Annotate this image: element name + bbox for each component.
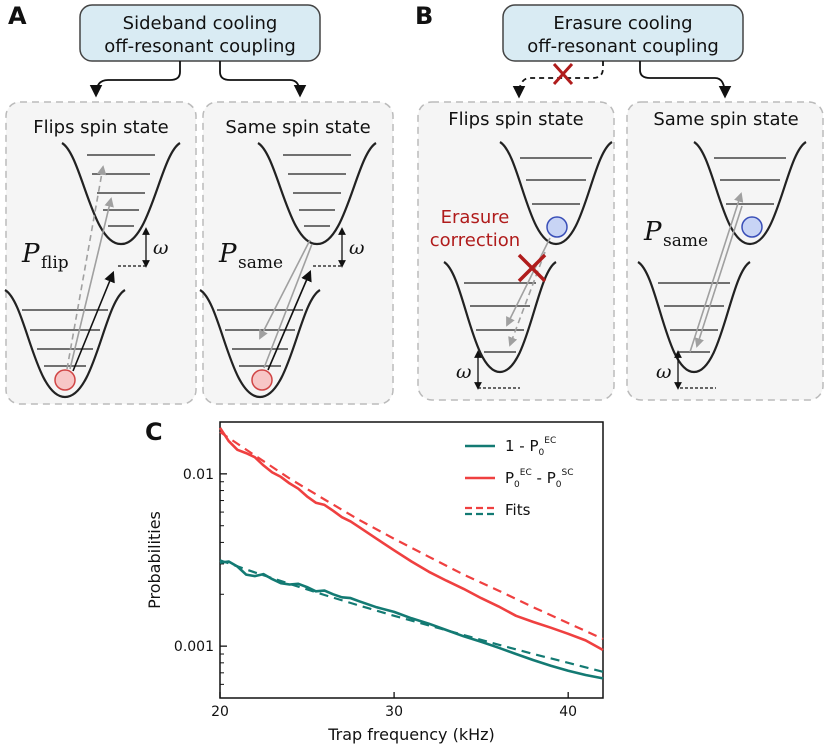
series-line: [218, 427, 604, 652]
panel-a-left-box: [5, 101, 197, 405]
x-tick-label: 20: [211, 704, 229, 720]
panel-a-arrow-right: [219, 61, 307, 98]
panel-a-right-symbol-sub: same: [238, 253, 283, 273]
panel-b-left-atom: [546, 216, 568, 238]
panel-a-right-black-arrow: [267, 269, 312, 371]
panel-a-right-atom: [251, 369, 273, 391]
panel-a-header-line1: Sideband cooling: [123, 13, 278, 34]
panel-b-left-omega: ω: [456, 361, 472, 383]
y-tick-label: 0.001: [174, 639, 214, 655]
panel-b-right-atom: [741, 216, 763, 238]
legend-label: 1 - P0EC: [505, 436, 556, 458]
y-tick-label: 0.01: [183, 467, 214, 483]
panel-b-right-gray-arrow-up: [689, 192, 744, 353]
series-line: [219, 431, 604, 641]
series-line: [219, 559, 604, 673]
panel-a-header-box: [79, 4, 321, 62]
panel-a-arrow-left: [89, 61, 181, 98]
panel-b: B Erasure cooling off-resonant coupling …: [415, 2, 824, 401]
panel-b-left-lower-well: [443, 261, 557, 374]
panel-b-right-gray-arrow-down: [694, 205, 743, 348]
legend-label: Fits: [505, 501, 531, 519]
legend-label: P0EC - P0SC: [505, 468, 574, 490]
panel-b-erasure-x-icon: [517, 253, 547, 283]
panel-a-right-box: [202, 101, 394, 405]
panel-b-right-title: Same spin state: [653, 109, 798, 130]
panel-a-header-line2: off-resonant coupling: [104, 36, 296, 57]
panel-b-right-symbol: P: [643, 217, 662, 247]
panel-a-right-omega: ω: [349, 237, 365, 259]
panel-b-erasure-line2: correction: [430, 230, 520, 251]
panel-b-erasure-line1: Erasure: [441, 207, 510, 228]
panel-b-arrow-right: [639, 61, 732, 99]
panel-b-header-line2: off-resonant coupling: [527, 36, 719, 57]
panel-a-left-black-arrow: [72, 270, 115, 372]
panel-a-left-symbol-sub: flip: [41, 253, 69, 273]
panel-b-right-lower-well: [637, 261, 751, 374]
panel-b-right-upper-well: [693, 141, 807, 246]
panel-a-right-gray-arrow-up: [263, 243, 313, 369]
panel-b-left-upper-well: [499, 141, 613, 246]
panel-b-right-box: [626, 101, 824, 401]
panel-a-right-gray-arrow-down: [259, 239, 311, 340]
panel-a-left-gray-arrow: [69, 197, 114, 370]
panel-b-left-box: [417, 101, 615, 401]
x-tick-label: 40: [559, 704, 577, 720]
panel-c-letter: C: [145, 418, 163, 446]
panel-a-right-title: Same spin state: [225, 117, 370, 138]
panel-b-header-box: [502, 4, 744, 62]
panel-a-right-upper-well: [257, 142, 377, 246]
panel-b-header-line1: Erasure cooling: [553, 13, 692, 34]
panel-b-left-title: Flips spin state: [448, 109, 583, 130]
panel-b-right-omega: ω: [656, 361, 672, 383]
panel-a-left-dashed-arrow: [66, 165, 107, 370]
panel-a: A Sideband cooling off-resonant coupling…: [4, 2, 394, 405]
panel-a-left-lower-well: [4, 289, 126, 399]
panel-b-blocked-x-icon: [552, 62, 574, 86]
panel-b-left-gray-arrow: [506, 237, 551, 327]
panel-b-letter: B: [415, 2, 433, 30]
panel-a-right-symbol: P: [218, 239, 237, 269]
x-tick-label: 30: [385, 704, 403, 720]
panel-b-right-symbol-sub: same: [663, 231, 708, 251]
x-axis-label: Trap frequency (kHz): [327, 725, 495, 744]
panel-a-letter: A: [8, 2, 27, 30]
y-axis-label: Probabilities: [145, 511, 164, 609]
panel-b-arrow-left: [512, 61, 604, 99]
plot-frame: [219, 421, 604, 699]
panel-b-left-gray-dashed-arrow: [508, 251, 546, 347]
panel-a-left-title: Flips spin state: [33, 117, 168, 138]
panel-a-left-atom: [54, 369, 76, 391]
panel-a-left-symbol: P: [21, 239, 40, 269]
panel-a-left-omega: ω: [153, 237, 169, 259]
